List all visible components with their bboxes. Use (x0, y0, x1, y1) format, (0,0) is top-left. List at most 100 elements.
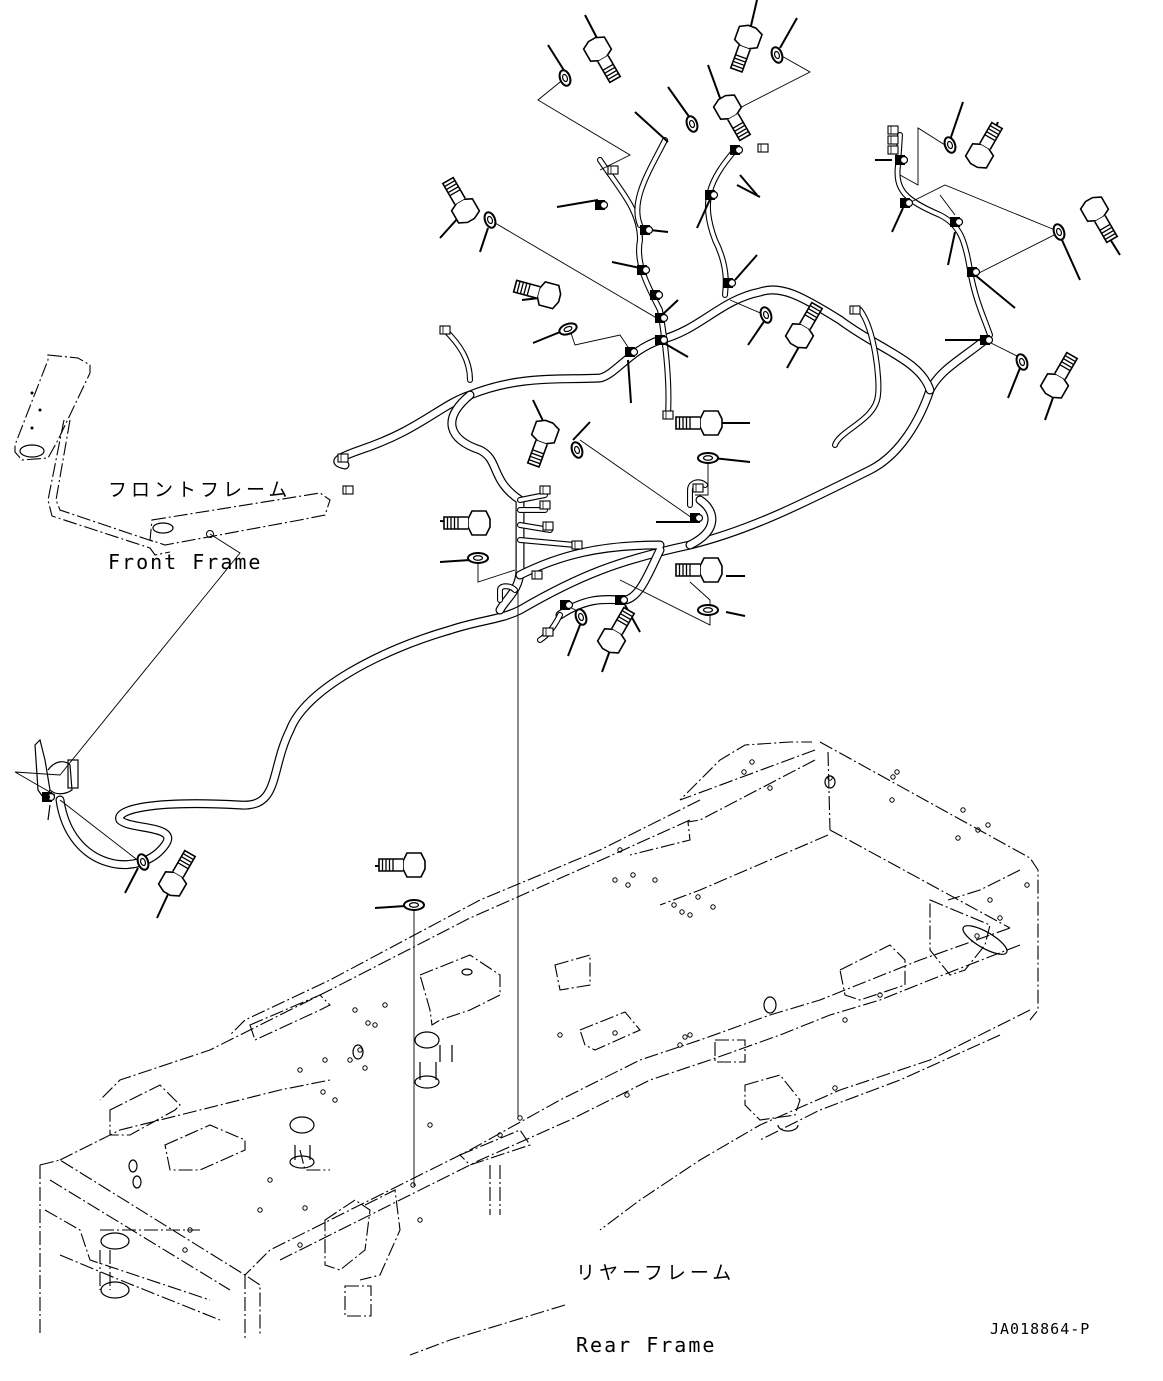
leader-line (479, 227, 489, 253)
leader-line (567, 624, 581, 657)
frame-hole (625, 882, 631, 888)
frame-hole (682, 1034, 688, 1040)
frame-hole (410, 1182, 416, 1188)
bolt-icon (675, 557, 723, 583)
bolt-icon (596, 606, 636, 654)
clamp-icon (690, 513, 704, 523)
frame-hole (975, 827, 981, 833)
frame-hole (842, 1017, 848, 1023)
washer-icon (1015, 353, 1029, 371)
clamp-icon (730, 145, 744, 155)
frame-hole (1024, 882, 1030, 888)
connectors (337, 125, 899, 637)
clamp-icon (560, 600, 574, 610)
frame-hole (749, 759, 755, 765)
frame-hole (767, 785, 773, 791)
frame-hole (832, 1085, 838, 1091)
frame-hole (347, 1057, 353, 1063)
frame-hole (985, 822, 991, 828)
front-frame (14, 354, 331, 556)
washer-icon (943, 136, 957, 154)
leader-line (124, 867, 139, 894)
connector-icon (607, 165, 619, 175)
washer-icon (759, 306, 773, 324)
bolt-icon (512, 279, 562, 310)
frame-hole (612, 1030, 618, 1036)
connector-icon (542, 521, 554, 531)
leader-line (747, 319, 766, 346)
washer-icon (558, 322, 578, 336)
bolt-icon (526, 419, 560, 469)
washer-icon (570, 441, 584, 459)
frame-hole (671, 902, 677, 908)
front-frame-label-jp: フロントフレーム (108, 479, 292, 501)
connector-icon (662, 410, 674, 420)
connector-icon (887, 135, 899, 145)
bolt-icon (1079, 196, 1119, 244)
bolt-icon (443, 510, 491, 536)
bolt-icon (784, 301, 824, 349)
clamps (42, 145, 994, 802)
frame-hole (624, 1092, 630, 1098)
clamp-icon (650, 290, 664, 300)
leader-line (572, 421, 591, 441)
frame-hole (889, 797, 895, 803)
frame-hole (687, 1032, 693, 1038)
frame-hole (382, 1002, 388, 1008)
clamp-icon (625, 347, 639, 357)
main-harness (55, 285, 990, 870)
clamp-icon (900, 198, 914, 208)
washer-icon (685, 115, 699, 133)
frame-hole (955, 835, 961, 841)
frame-hole (612, 877, 618, 883)
bolt-icon (441, 176, 481, 224)
rear-frame-label-jp: リヤーフレーム (576, 1262, 736, 1284)
leader-line (547, 44, 566, 73)
clamp-icon (640, 225, 654, 235)
rear-frame-label-en: Rear Frame (576, 1333, 717, 1357)
frame-hole (617, 847, 623, 853)
bolt-icon (582, 36, 622, 84)
clamp-icon (655, 335, 669, 345)
front-frame-label: フロントフレーム Front Frame (108, 430, 291, 598)
connector-icon (692, 483, 704, 493)
frame-hole (332, 1097, 338, 1103)
leader-line (627, 359, 632, 404)
clamp-icon (637, 265, 651, 275)
leader-line (584, 14, 599, 41)
frame-hole (362, 1065, 368, 1071)
connector-icon (337, 453, 349, 463)
bolt-icon (712, 94, 752, 142)
leader-line (725, 611, 746, 617)
connector-icon (439, 325, 451, 335)
leader-line (661, 299, 679, 316)
washer-icon (403, 899, 425, 911)
frame-hole (741, 769, 747, 775)
frame-hole (372, 1022, 378, 1028)
leader-line (712, 457, 751, 463)
connector-icon (542, 627, 554, 637)
leader-line (696, 194, 713, 229)
leader-line (1061, 239, 1081, 281)
bolt-icon (378, 852, 426, 878)
connector-icon (849, 305, 861, 315)
clamp-icon (950, 217, 964, 227)
frame-hole (877, 992, 883, 998)
frame-hole (894, 769, 900, 775)
clamp-icon (895, 155, 909, 165)
washers (136, 46, 1066, 911)
connector-icon (539, 500, 551, 510)
leader-line (734, 254, 758, 281)
clamp-icon (967, 267, 981, 277)
frame-hole (974, 933, 980, 939)
frame-hole (257, 1207, 263, 1213)
washer-icon (136, 853, 150, 871)
leader-line (947, 231, 956, 266)
connector-icon (342, 485, 354, 495)
bolt-icon (964, 121, 1004, 169)
frame-hole (187, 1227, 193, 1233)
leader-line (634, 111, 669, 143)
frame-hole (710, 904, 716, 910)
connector-icon (571, 540, 583, 550)
